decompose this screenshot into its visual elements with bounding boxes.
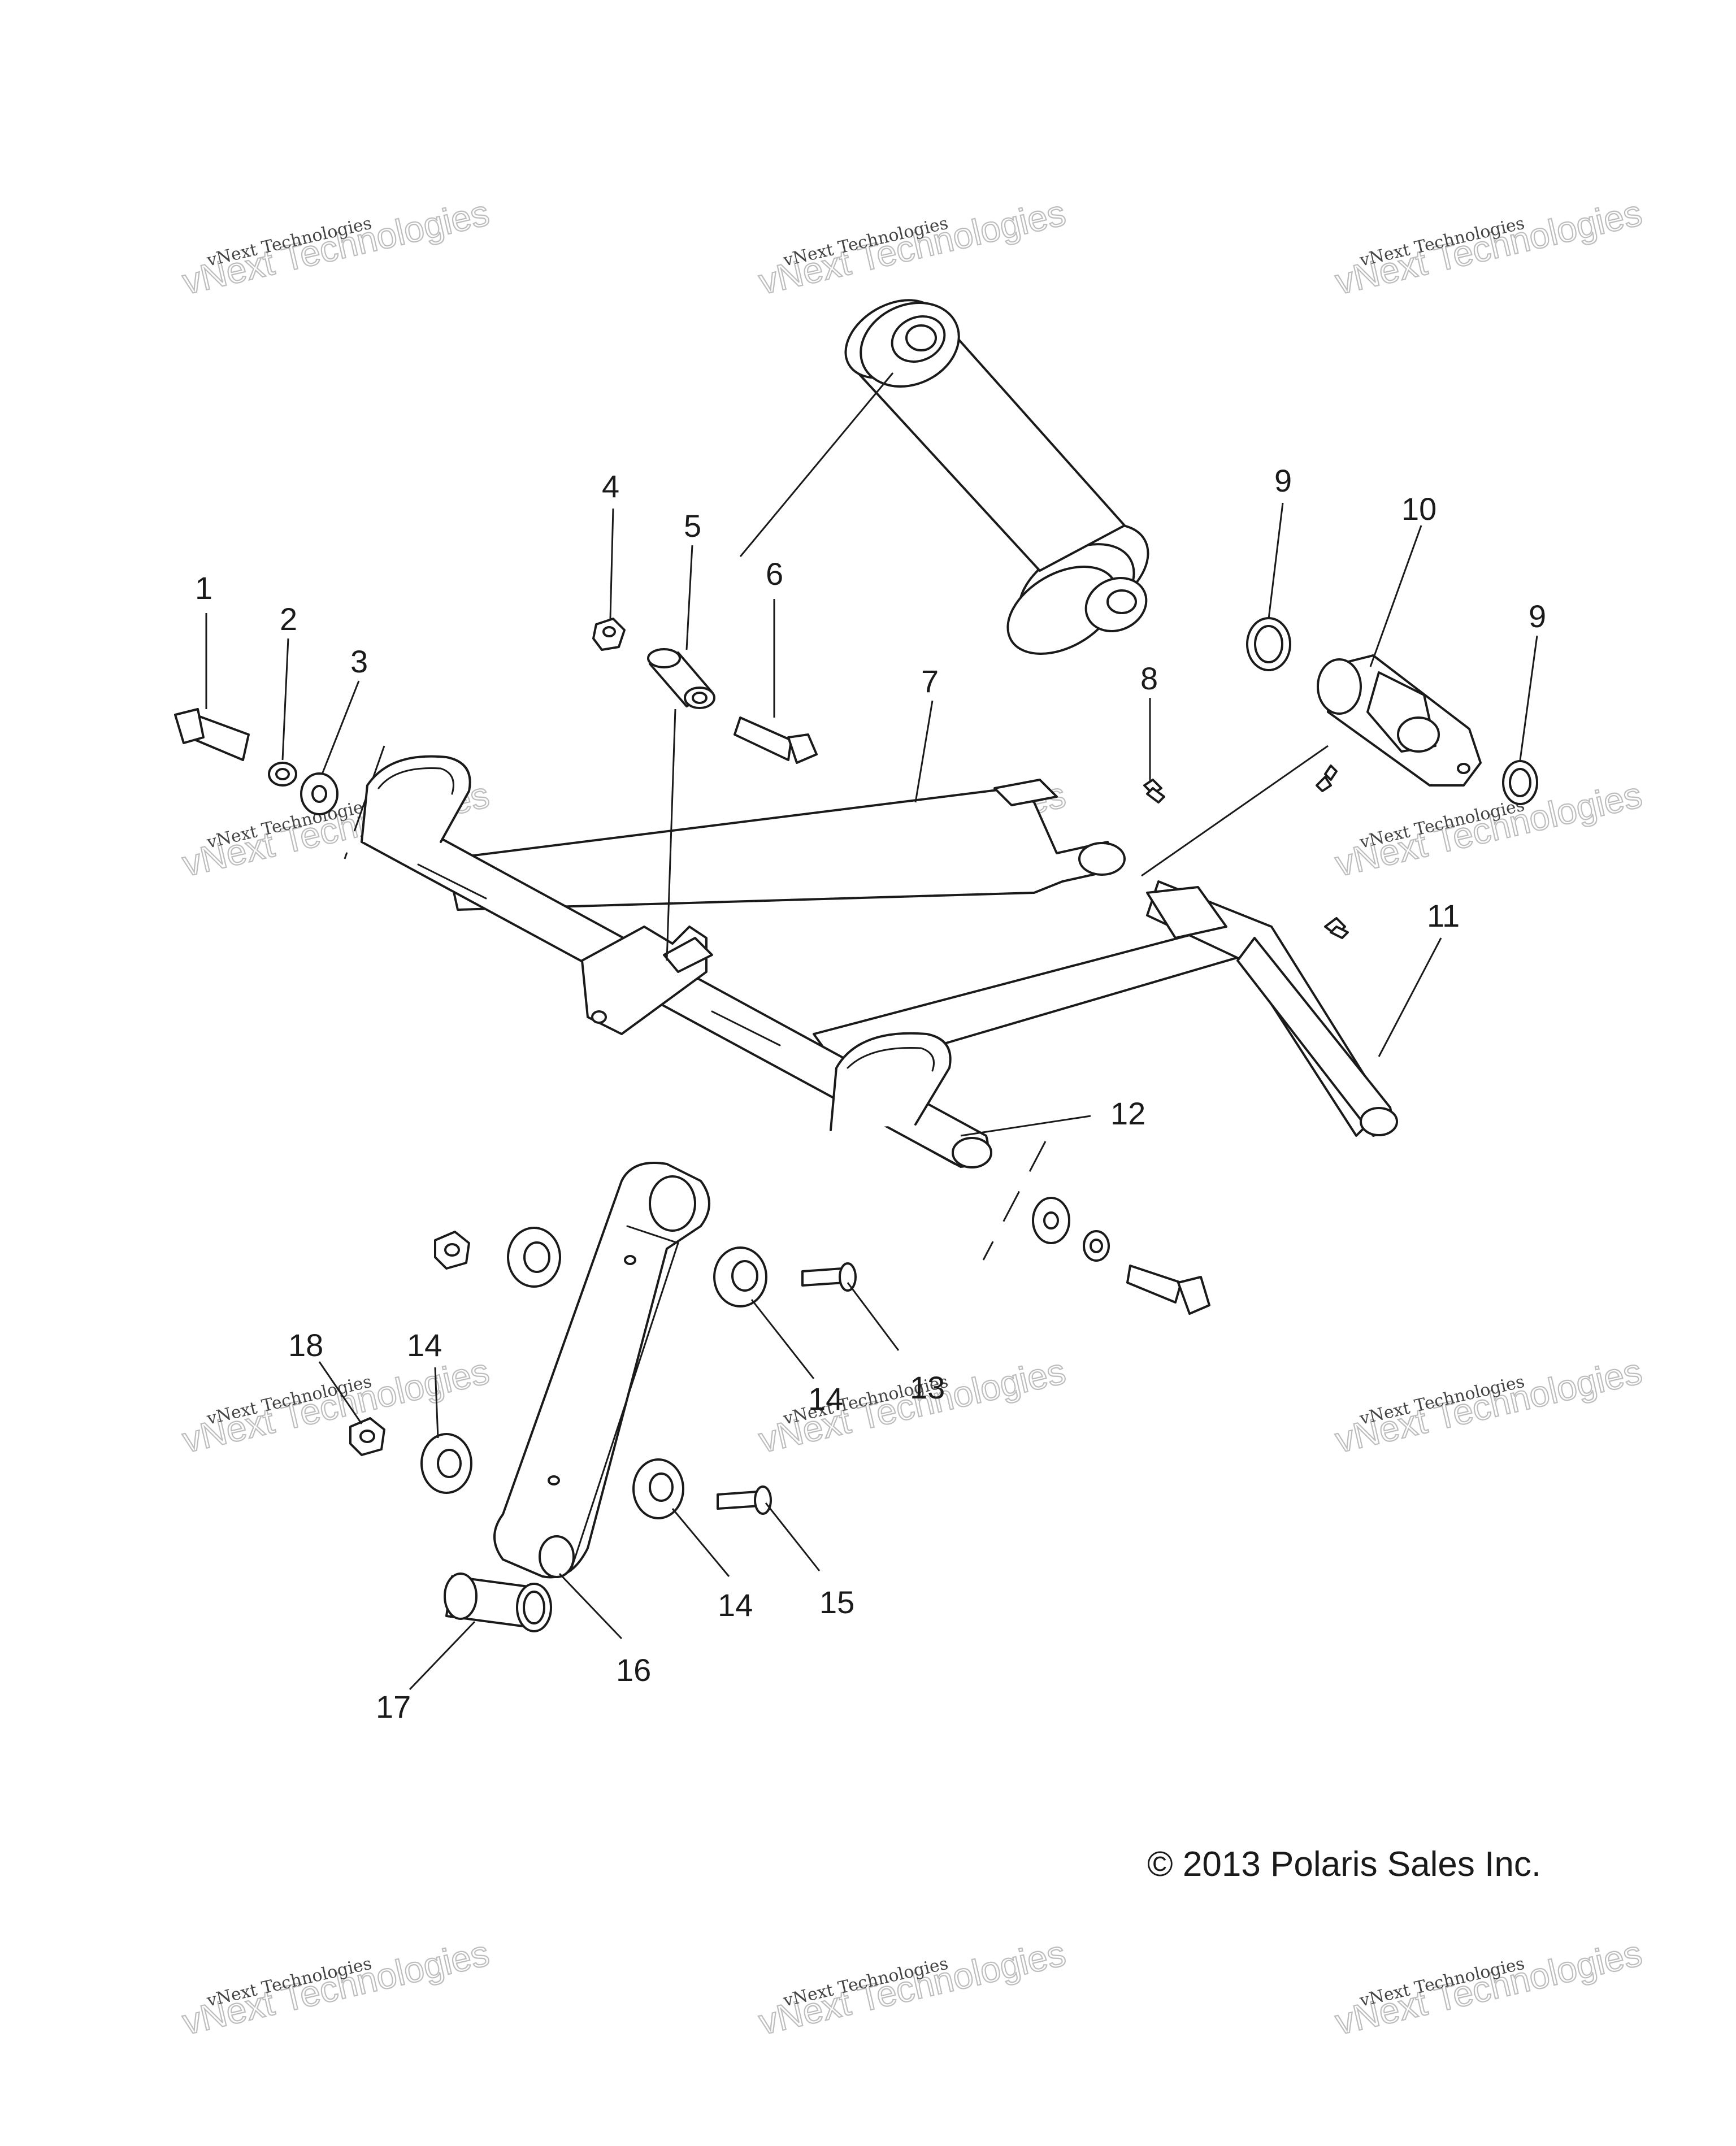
nut-4 (592, 618, 626, 651)
callout-11: 11 (1427, 898, 1460, 933)
callout-9-right: 9 (1529, 598, 1546, 634)
link-16 (493, 1162, 710, 1579)
callout-14-left: 14 (407, 1327, 442, 1363)
watermark-top-center: vNext Technologies vNext Technologies (754, 192, 1070, 303)
washer-9-top (1246, 617, 1291, 671)
watermark-bottom-center: vNext Technologies vNext Technologies (754, 1932, 1070, 2043)
washer-lower-right-large (1032, 1197, 1070, 1244)
watermark-top-left: vNext Technologies vNext Technologies (178, 192, 493, 303)
callout-12: 12 (1110, 1096, 1145, 1131)
washer-14-left-lower (420, 1433, 472, 1494)
bolt-6 (734, 716, 818, 764)
washer-3 (300, 772, 338, 815)
pin-13 (801, 1262, 857, 1292)
washer-14-right-upper (713, 1246, 767, 1307)
callout-numbers: 1 2 3 4 5 6 7 8 9 9 10 11 12 13 14 14 14… (195, 463, 1546, 1724)
watermark-bottom-left: vNext Technologies vNext Technologies (178, 1932, 493, 2043)
callout-3: 3 (350, 644, 368, 679)
washer-9-right (1502, 760, 1538, 805)
washer-14-left-upper (507, 1227, 561, 1288)
watermark-low-right: vNext Technologies vNext Technologies (1331, 1350, 1646, 1461)
bracket-10 (1317, 654, 1482, 787)
washer-2 (268, 762, 297, 787)
callout-1: 1 (195, 570, 212, 606)
callout-2: 2 (280, 601, 297, 637)
bushing-17 (444, 1572, 552, 1632)
callout-7: 7 (921, 663, 939, 699)
bushing-5 (647, 648, 715, 709)
nut-upper-left (434, 1231, 470, 1270)
callout-13: 13 (910, 1370, 945, 1405)
watermark-mid-right: vNext Technologies vNext Technologies (1331, 774, 1646, 885)
bolt-lower-right (1126, 1265, 1210, 1315)
bolt-1 (174, 708, 250, 761)
callout-4: 4 (602, 468, 619, 504)
callout-5: 5 (684, 508, 701, 544)
swing-arm-frame (361, 755, 1398, 1168)
callout-15: 15 (819, 1584, 854, 1620)
callout-17: 17 (376, 1689, 411, 1724)
pin-15 (717, 1485, 772, 1515)
washer-14-right-lower (632, 1458, 684, 1519)
callout-14-upper-right: 14 (808, 1381, 843, 1417)
nut-18 (349, 1417, 385, 1456)
callout-6: 6 (766, 556, 783, 592)
watermark-top-right: vNext Technologies vNext Technologies (1331, 192, 1646, 303)
watermark-bottom-right: vNext Technologies vNext Technologies (1331, 1932, 1646, 2043)
callout-14-lower: 14 (718, 1587, 753, 1623)
copyright-notice: © 2013 Polaris Sales Inc. (1147, 1845, 1541, 1884)
leader-lines (205, 372, 1538, 1691)
callout-9-top: 9 (1274, 463, 1292, 498)
callout-10: 10 (1401, 491, 1436, 527)
dashed-center-lines (344, 745, 1047, 1261)
shock-absorber (844, 299, 1149, 655)
callout-18: 18 (288, 1327, 323, 1363)
callout-8: 8 (1140, 661, 1158, 696)
washer-lower-right-small (1083, 1230, 1110, 1262)
callout-16: 16 (616, 1652, 651, 1688)
